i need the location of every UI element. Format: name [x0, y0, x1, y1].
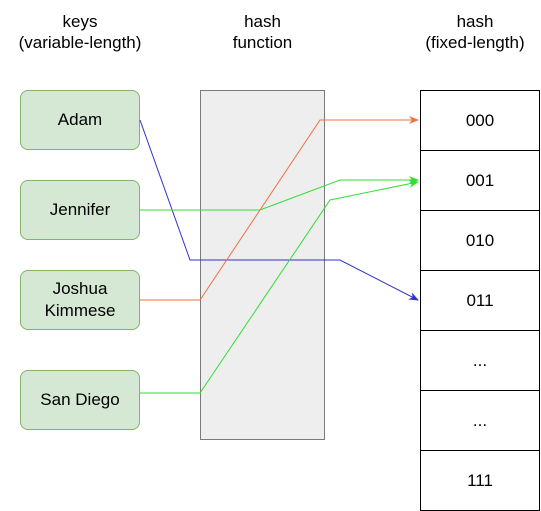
hash-cell-ellipsis-2: ... — [420, 390, 540, 451]
hash-cell-011: 011 — [420, 270, 540, 331]
hash-cell-111: 111 — [420, 450, 540, 511]
key-box-jennifer: Jennifer — [20, 180, 140, 240]
hash-cell-000: 000 — [420, 90, 540, 151]
key-label-line-1: Joshua — [52, 279, 108, 298]
function-title-line-1: hash — [244, 12, 281, 31]
hash-cell-ellipsis-1: ... — [420, 330, 540, 391]
hash-cell-010: 010 — [420, 210, 540, 271]
key-label: Jennifer — [49, 200, 111, 219]
keys-column-title: keys (variable-length) — [0, 11, 160, 53]
keys-title-line-2: (variable-length) — [18, 33, 142, 52]
hash-title-line-1: hash — [456, 12, 494, 31]
arrow-san-diego-to-001 — [140, 179, 419, 394]
function-title-line-2: function — [232, 33, 293, 52]
hash-table: 000 001 010 011 ... ... 111 — [420, 90, 540, 511]
key-label-line-2: Kimmese — [44, 301, 116, 320]
key-box-adam: Adam — [20, 90, 140, 150]
hash-function-box — [200, 90, 325, 440]
key-box-joshua-kimmese: Joshua Kimmese — [20, 270, 140, 330]
hash-cell-001: 001 — [420, 150, 540, 211]
key-label: San Diego — [40, 390, 120, 409]
hash-column-title: hash (fixed-length) — [395, 11, 541, 53]
arrow-jennifer-to-001 — [140, 176, 419, 211]
keys-title-line-1: keys — [62, 12, 98, 31]
key-label: Adam — [57, 110, 103, 129]
arrow-joshua-kimmese-to-000 — [140, 116, 419, 301]
arrow-adam-to-011 — [139, 119, 419, 301]
hash-title-line-2: (fixed-length) — [425, 33, 525, 52]
function-column-title: hash function — [200, 11, 325, 53]
key-box-san-diego: San Diego — [20, 370, 140, 430]
